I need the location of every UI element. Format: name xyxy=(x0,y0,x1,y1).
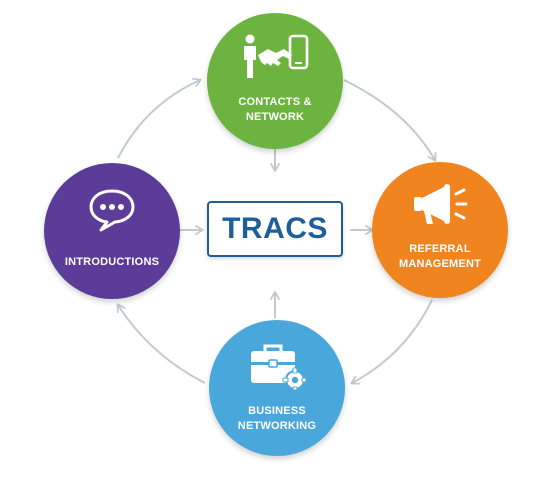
node-contacts-network: CONTACTS & NETWORK xyxy=(207,13,343,149)
arc-referral-to-business xyxy=(350,299,433,385)
node-label-referral: REFERRAL MANAGEMENT xyxy=(398,243,482,270)
node-business-networking: BUSINESS NETWORKING xyxy=(209,320,345,456)
handshake-phone-icon xyxy=(244,34,309,78)
node-label-contacts: CONTACTS & NETWORK xyxy=(238,96,312,123)
chat-bubble-icon xyxy=(89,189,135,232)
node-referral-management: REFERRAL MANAGEMENT xyxy=(372,162,508,298)
arc-business-to-introductions xyxy=(116,303,206,384)
arc-introductions-to-contacts xyxy=(117,77,202,159)
center-title: TRACS xyxy=(222,212,328,245)
node-label-introductions: INTRODUCTIONS xyxy=(64,256,160,268)
arc-contacts-to-referral xyxy=(343,79,437,162)
node-label-business: BUSINESS NETWORKING xyxy=(237,405,317,432)
megaphone-icon xyxy=(414,184,468,224)
briefcase-gear-icon xyxy=(251,344,307,390)
node-introductions: INTRODUCTIONS xyxy=(44,163,180,299)
center-tracs-box: TRACS xyxy=(207,201,343,257)
